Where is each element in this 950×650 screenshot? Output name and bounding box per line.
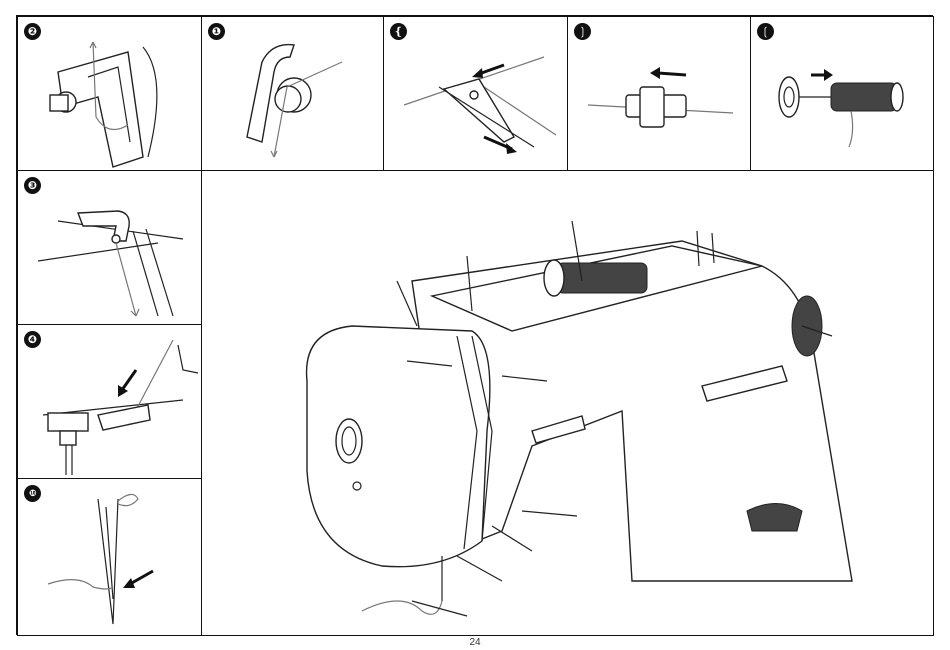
presser-foot-illustration (18, 325, 202, 479)
step-7-badge: ❷ (24, 23, 41, 40)
spool-illustration (751, 17, 934, 171)
step-6-badge: ❶ (208, 23, 225, 40)
sewing-machine-illustration (202, 171, 934, 636)
upper-thread-guide-illustration (568, 17, 751, 171)
step-6-panel: ❶ (201, 16, 384, 171)
step-9-badge: ❹ (24, 331, 41, 348)
needle-threading-illustration (18, 479, 202, 636)
needle-bar-guide-illustration (18, 171, 202, 325)
step-8-panel: ❸ (17, 170, 202, 325)
step-3-badge: ❲ (757, 23, 774, 40)
step-4-badge: ❳ (574, 23, 591, 40)
step-5-panel: ❴ (383, 16, 568, 171)
step-10-badge: ❿ (24, 485, 41, 502)
tension-disc-illustration (202, 17, 384, 171)
take-up-lever-illustration (18, 17, 202, 171)
step-8-badge: ❸ (24, 177, 41, 194)
step-5-badge: ❴ (390, 23, 407, 40)
thread-guide-illustration (384, 17, 568, 171)
instruction-figure-frame: ❷ ❶ ❴ (16, 15, 933, 635)
step-4-panel: ❳ (567, 16, 751, 171)
step-10-panel: ❿ (17, 478, 202, 636)
main-machine-panel (201, 170, 934, 636)
step-3-panel: ❲ (750, 16, 934, 171)
page-number: 24 (460, 637, 490, 648)
step-9-panel: ❹ (17, 324, 202, 479)
step-7-panel: ❷ (17, 16, 202, 171)
